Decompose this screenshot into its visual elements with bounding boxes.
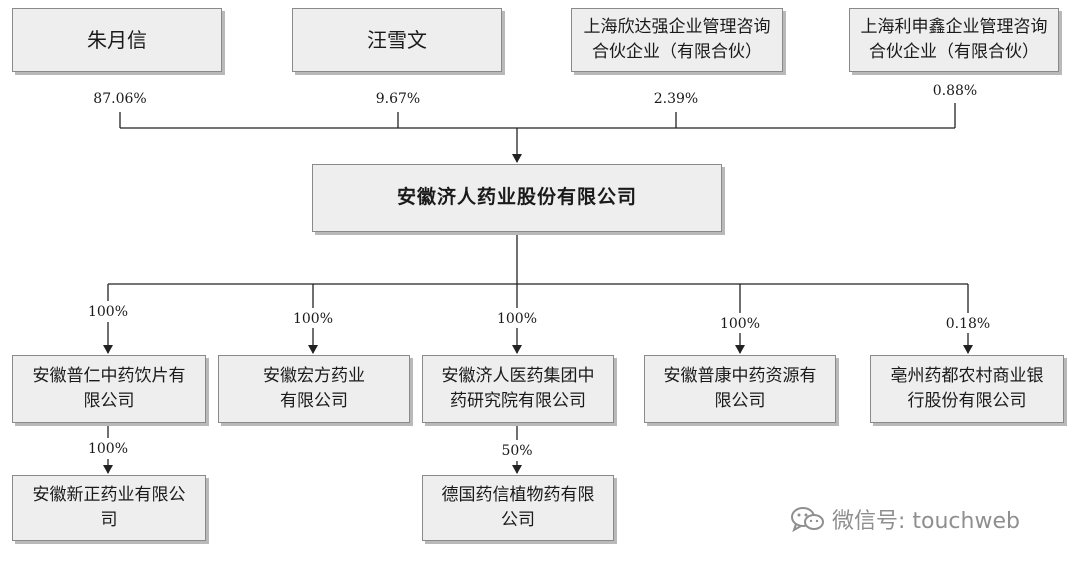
- shareholder-box: 上海欣达强企业管理咨询 合伙企业（有限合伙）: [571, 8, 783, 72]
- subsidiary-name: 安徽普康中药资源有 限公司: [663, 366, 817, 411]
- subsidiary-pct: 100%: [292, 311, 334, 327]
- watermark-text: 微信号: touchweb: [832, 509, 1020, 534]
- central-company-name: 安徽济人药业股份有限公司: [396, 186, 637, 209]
- subsidiary-box: 安徽宏方药业 有限公司: [218, 355, 410, 423]
- second-level-box: 德国药信植物药有限 公司: [422, 475, 614, 541]
- shareholding-pct: 9.67%: [375, 91, 421, 107]
- subsidiary-box: 安徽普仁中药饮片有 限公司: [12, 355, 206, 423]
- shareholder-name: 上海利申鑫企业管理咨询 合伙企业（有限合伙）: [860, 17, 1048, 62]
- subsidiary-pct: 100%: [496, 311, 538, 327]
- subsidiary-name: 亳州药都农村商业银 行股份有限公司: [890, 366, 1044, 411]
- subsidiary-pct: 100%: [719, 316, 761, 332]
- central-company-box: 安徽济人药业股份有限公司: [312, 164, 722, 232]
- shareholder-box: 汪雪文: [292, 8, 502, 72]
- shareholder-name: 汪雪文: [367, 27, 427, 52]
- shareholder-name: 朱月信: [87, 27, 147, 52]
- second-level-name: 德国药信植物药有限 公司: [441, 485, 595, 530]
- shareholding-pct: 2.39%: [653, 91, 699, 107]
- second-level-pct: 50%: [501, 443, 533, 459]
- second-level-name: 安徽新正药业有限公 司: [32, 485, 186, 530]
- watermark: 微信号: touchweb: [790, 503, 1020, 535]
- shareholding-pct: 87.06%: [93, 91, 147, 107]
- subsidiary-box: 安徽济人医药集团中 药研究院有限公司: [422, 355, 614, 423]
- subsidiary-pct: 100%: [87, 304, 129, 320]
- second-level-pct: 100%: [87, 441, 129, 457]
- subsidiary-box: 亳州药都农村商业银 行股份有限公司: [870, 355, 1064, 423]
- shareholding-pct: 0.88%: [932, 83, 978, 99]
- subsidiary-name: 安徽宏方药业 有限公司: [263, 366, 365, 411]
- subsidiary-name: 安徽普仁中药饮片有 限公司: [32, 366, 186, 411]
- subsidiary-name: 安徽济人医药集团中 药研究院有限公司: [441, 366, 595, 411]
- shareholder-box: 朱月信: [12, 8, 222, 72]
- shareholder-box: 上海利申鑫企业管理咨询 合伙企业（有限合伙）: [849, 8, 1059, 72]
- shareholder-name: 上海欣达强企业管理咨询 合伙企业（有限合伙）: [583, 17, 771, 62]
- second-level-box: 安徽新正药业有限公 司: [12, 475, 206, 541]
- wechat-icon: [791, 507, 824, 533]
- subsidiary-pct: 0.18%: [945, 316, 991, 332]
- subsidiary-box: 安徽普康中药资源有 限公司: [644, 355, 836, 423]
